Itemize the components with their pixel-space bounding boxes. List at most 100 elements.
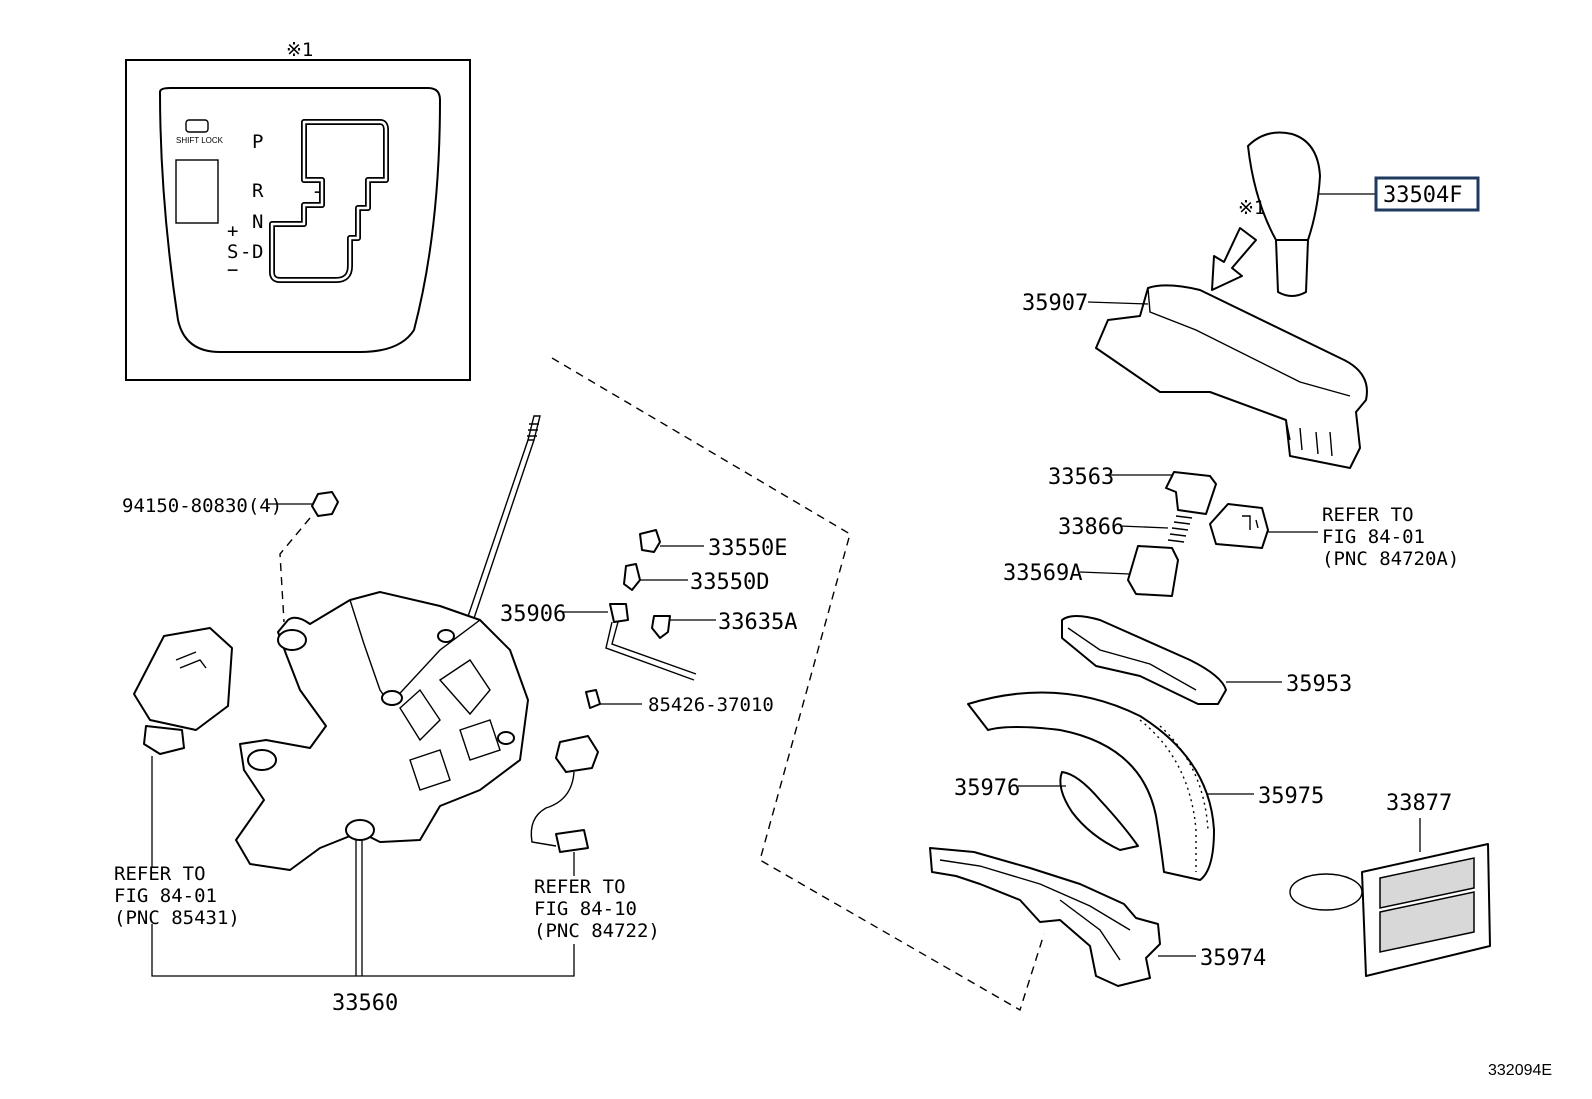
harness-group: REFER TO FIG 84-10 (PNC 84722) xyxy=(530,735,660,942)
indicator-window-2 xyxy=(1379,891,1475,953)
ref3-line2[interactable]: FIG 84-10 xyxy=(534,898,637,920)
mount-hole-4 xyxy=(345,819,375,841)
shutter-curtain-35975[interactable] xyxy=(967,691,1215,881)
curtain-perforation-2 xyxy=(1159,725,1209,831)
slide-plate-35976[interactable] xyxy=(1059,771,1139,851)
bulb-33550D[interactable] xyxy=(623,563,641,591)
lower-cover-35974[interactable] xyxy=(929,847,1161,987)
gate-letter-d: D xyxy=(252,241,263,263)
part-label-33877[interactable]: 33877 xyxy=(1386,791,1452,816)
part-label-33563[interactable]: 33563 xyxy=(1048,465,1114,490)
shift-lock-cover xyxy=(175,159,219,224)
manual-minus: − xyxy=(227,259,238,281)
shift-lock-button[interactable] xyxy=(185,119,209,133)
leader-33569A xyxy=(1079,571,1131,575)
shift-lever-assembly xyxy=(235,415,541,871)
lower-cover-detail xyxy=(939,859,1131,961)
ref1-line3[interactable]: (PNC 84720A) xyxy=(1322,548,1459,570)
lower-cover-group: 35974 xyxy=(929,847,1266,987)
shift-console-panel[interactable] xyxy=(1095,284,1368,469)
solenoid-detail xyxy=(1242,515,1259,530)
part-label-35907[interactable]: 35907 xyxy=(1022,291,1088,316)
ref3-line1[interactable]: REFER TO xyxy=(534,876,626,898)
indicator-group: 33877 xyxy=(1289,791,1491,977)
ref3-line3[interactable]: (PNC 84722) xyxy=(534,920,660,942)
gate-slot-inner xyxy=(270,120,388,282)
nut-group: 94150-80830(4) xyxy=(122,491,339,517)
shift-lock-solenoid[interactable] xyxy=(1209,503,1269,549)
part-label-33569A[interactable]: 33569A xyxy=(1003,561,1082,586)
mount-hole-3 xyxy=(247,749,277,771)
boot-group: 35953 xyxy=(1061,615,1352,705)
assembly-boundary-dashed xyxy=(551,357,1045,1012)
illustration-code: 332094E xyxy=(1488,1062,1552,1079)
arrow-marker: ※1 xyxy=(1238,197,1265,219)
mount-hole-2 xyxy=(381,690,403,706)
gate-letter-r: R xyxy=(252,180,264,202)
ref1-line2[interactable]: FIG 84-01 xyxy=(1322,526,1425,548)
mount-hole-6 xyxy=(497,731,515,745)
part-label-94150[interactable]: 94150-80830(4) xyxy=(122,495,282,517)
part-label-33550D[interactable]: 33550D xyxy=(690,570,769,595)
inset-frame xyxy=(125,59,471,381)
shift-boot-35953[interactable] xyxy=(1061,615,1227,705)
indicator-window-1 xyxy=(1379,857,1475,909)
nut-dashed-leader xyxy=(279,517,311,623)
part-label-35953[interactable]: 35953 xyxy=(1286,672,1352,697)
part-label-85426[interactable]: 85426-37010 xyxy=(648,694,774,716)
small-parts-group: 33550E 33550D 35906 33635A 85426-37010 xyxy=(500,529,797,716)
cover-33569A[interactable] xyxy=(1127,545,1179,597)
part-label-33560[interactable]: 33560 xyxy=(332,991,398,1016)
harness-connector-bottom[interactable] xyxy=(555,829,589,853)
cap-33550E[interactable] xyxy=(639,529,661,553)
curtain-perforation xyxy=(1139,719,1197,872)
nut-94150[interactable] xyxy=(311,491,339,517)
part-label-35974[interactable]: 35974 xyxy=(1200,946,1266,971)
release-button-33563[interactable] xyxy=(1165,471,1217,515)
upper-console-panel: 35907 xyxy=(1022,284,1368,469)
shift-lever-bracket[interactable] xyxy=(235,591,529,871)
left-switch-group: REFER TO FIG 84-01 (PNC 85431) xyxy=(114,627,240,929)
bracket-ribs xyxy=(399,659,501,791)
curtain-group: 35975 xyxy=(967,691,1324,881)
part-label-33550E[interactable]: 33550E xyxy=(708,536,787,561)
clip-33635A[interactable] xyxy=(651,615,671,639)
panel-rib-detail xyxy=(1285,419,1333,457)
part-label-35906[interactable]: 35906 xyxy=(500,602,566,627)
gate-letter-n: N xyxy=(252,211,263,233)
socket-wire xyxy=(605,621,697,681)
clip-85426[interactable] xyxy=(585,689,601,709)
shift-knob-base xyxy=(1275,239,1309,297)
harness-wire xyxy=(530,771,575,847)
plate-group: 35976 xyxy=(954,771,1139,851)
inset-marker: ※1 xyxy=(286,39,313,61)
ref2-line2[interactable]: FIG 84-01 xyxy=(114,885,217,907)
ref1-line1[interactable]: REFER TO xyxy=(1322,504,1414,526)
leader-35907 xyxy=(1087,301,1149,305)
part-label-33635A[interactable]: 33635A xyxy=(718,610,797,635)
manual-plus: + xyxy=(227,220,238,242)
panel-edge-detail xyxy=(1147,287,1351,397)
view-arrow-icon xyxy=(1211,227,1257,291)
socket-35906[interactable] xyxy=(609,603,629,623)
ref2-line1[interactable]: REFER TO xyxy=(114,863,206,885)
part-label-33866[interactable]: 33866 xyxy=(1058,515,1124,540)
shift-lock-label: SHIFT LOCK xyxy=(176,136,224,145)
lever-rod-thread xyxy=(527,423,539,437)
ref2-line3[interactable]: (PNC 85431) xyxy=(114,907,240,929)
manual-dash: - xyxy=(240,241,251,263)
shift-knob[interactable] xyxy=(1247,131,1321,241)
mount-hole-1 xyxy=(277,629,307,651)
part-label-35976[interactable]: 35976 xyxy=(954,776,1020,801)
part-label-33504F[interactable]: 33504F xyxy=(1383,183,1462,208)
bracket-leader-33560 xyxy=(151,924,575,977)
harness-connector-top[interactable] xyxy=(555,735,599,773)
indicator-plate xyxy=(159,87,441,353)
switch-connector xyxy=(143,725,185,755)
shift-switch-block[interactable] xyxy=(133,627,233,731)
shift-gate-inset: ※1 SHIFT LOCK P R N D + S - − − xyxy=(125,39,471,381)
boot-detail xyxy=(1067,627,1197,691)
part-label-35975[interactable]: 35975 xyxy=(1258,784,1324,809)
leader-33866 xyxy=(1119,525,1169,529)
lever-rod xyxy=(459,439,535,643)
